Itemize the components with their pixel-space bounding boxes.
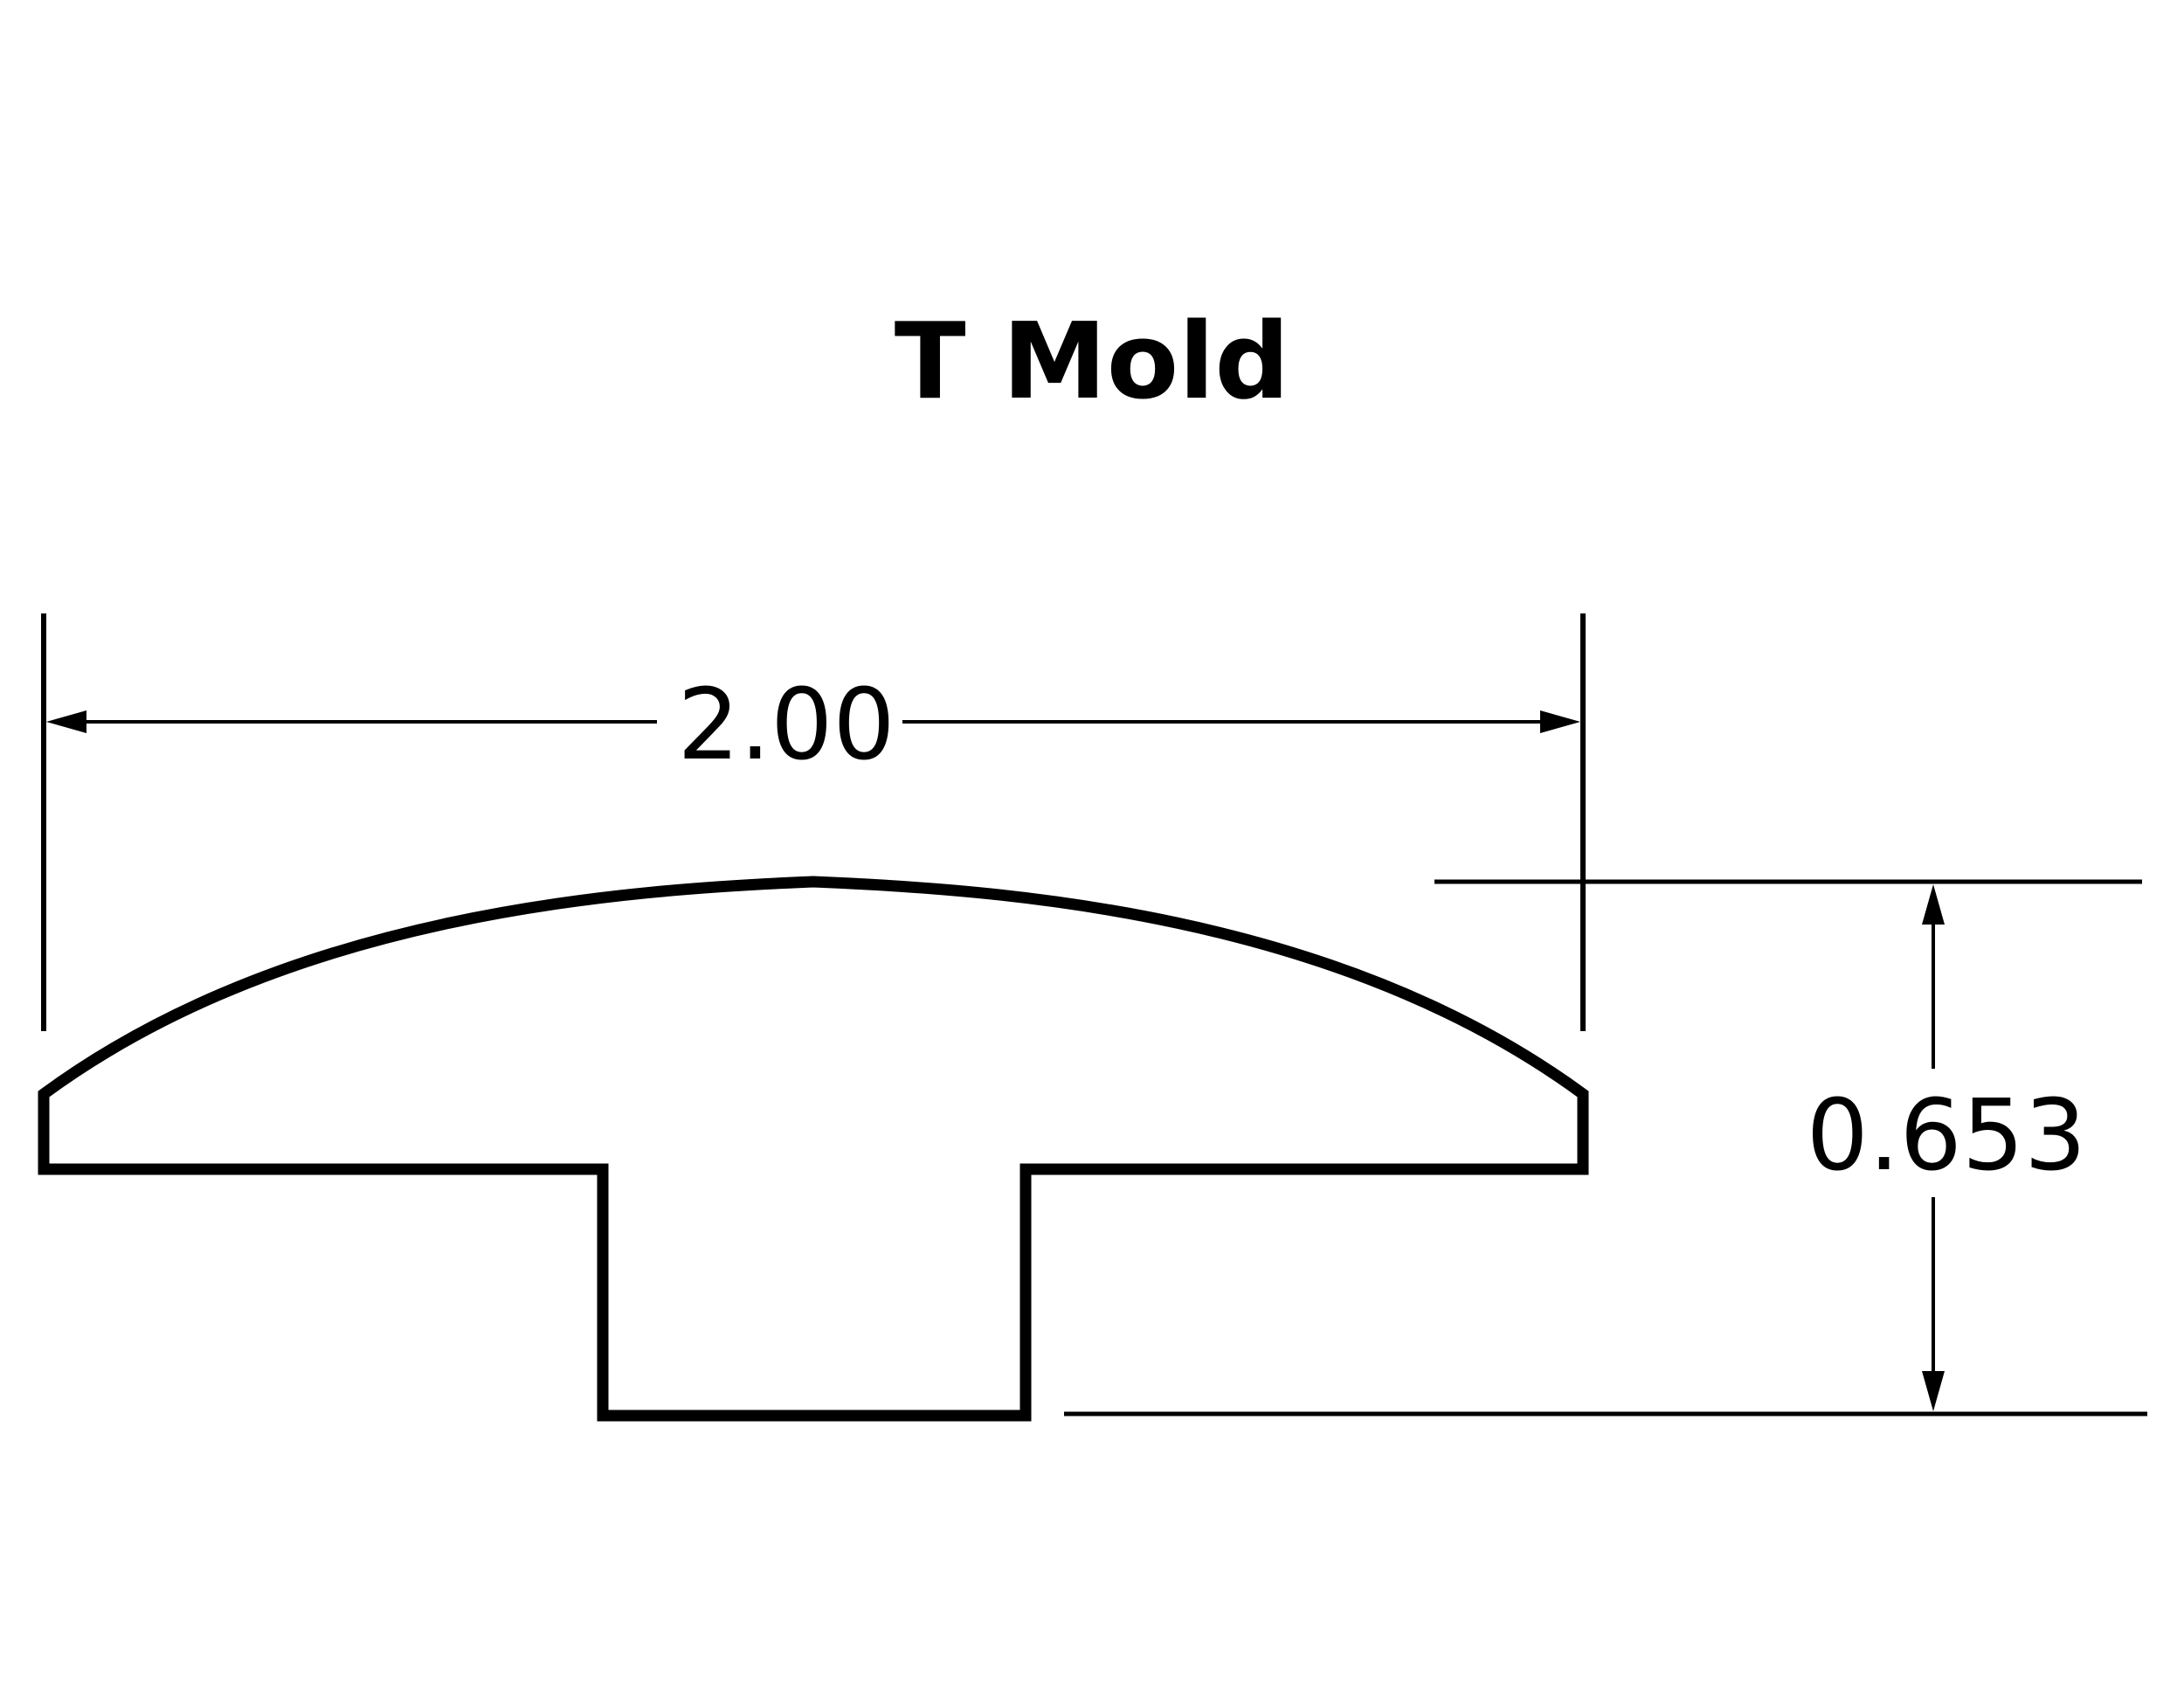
width-arrowhead-right (1540, 710, 1580, 733)
width-dimension-label: 2.00 (677, 668, 895, 782)
height-arrowhead-top (1922, 884, 1945, 925)
width-arrowhead-left (46, 710, 86, 733)
height-arrowhead-bottom (1922, 1371, 1945, 1411)
diagram-title: T Mold (895, 301, 1290, 423)
t-mold-profile (38, 876, 1589, 1422)
height-dimension-label: 0.653 (1807, 1079, 2087, 1193)
